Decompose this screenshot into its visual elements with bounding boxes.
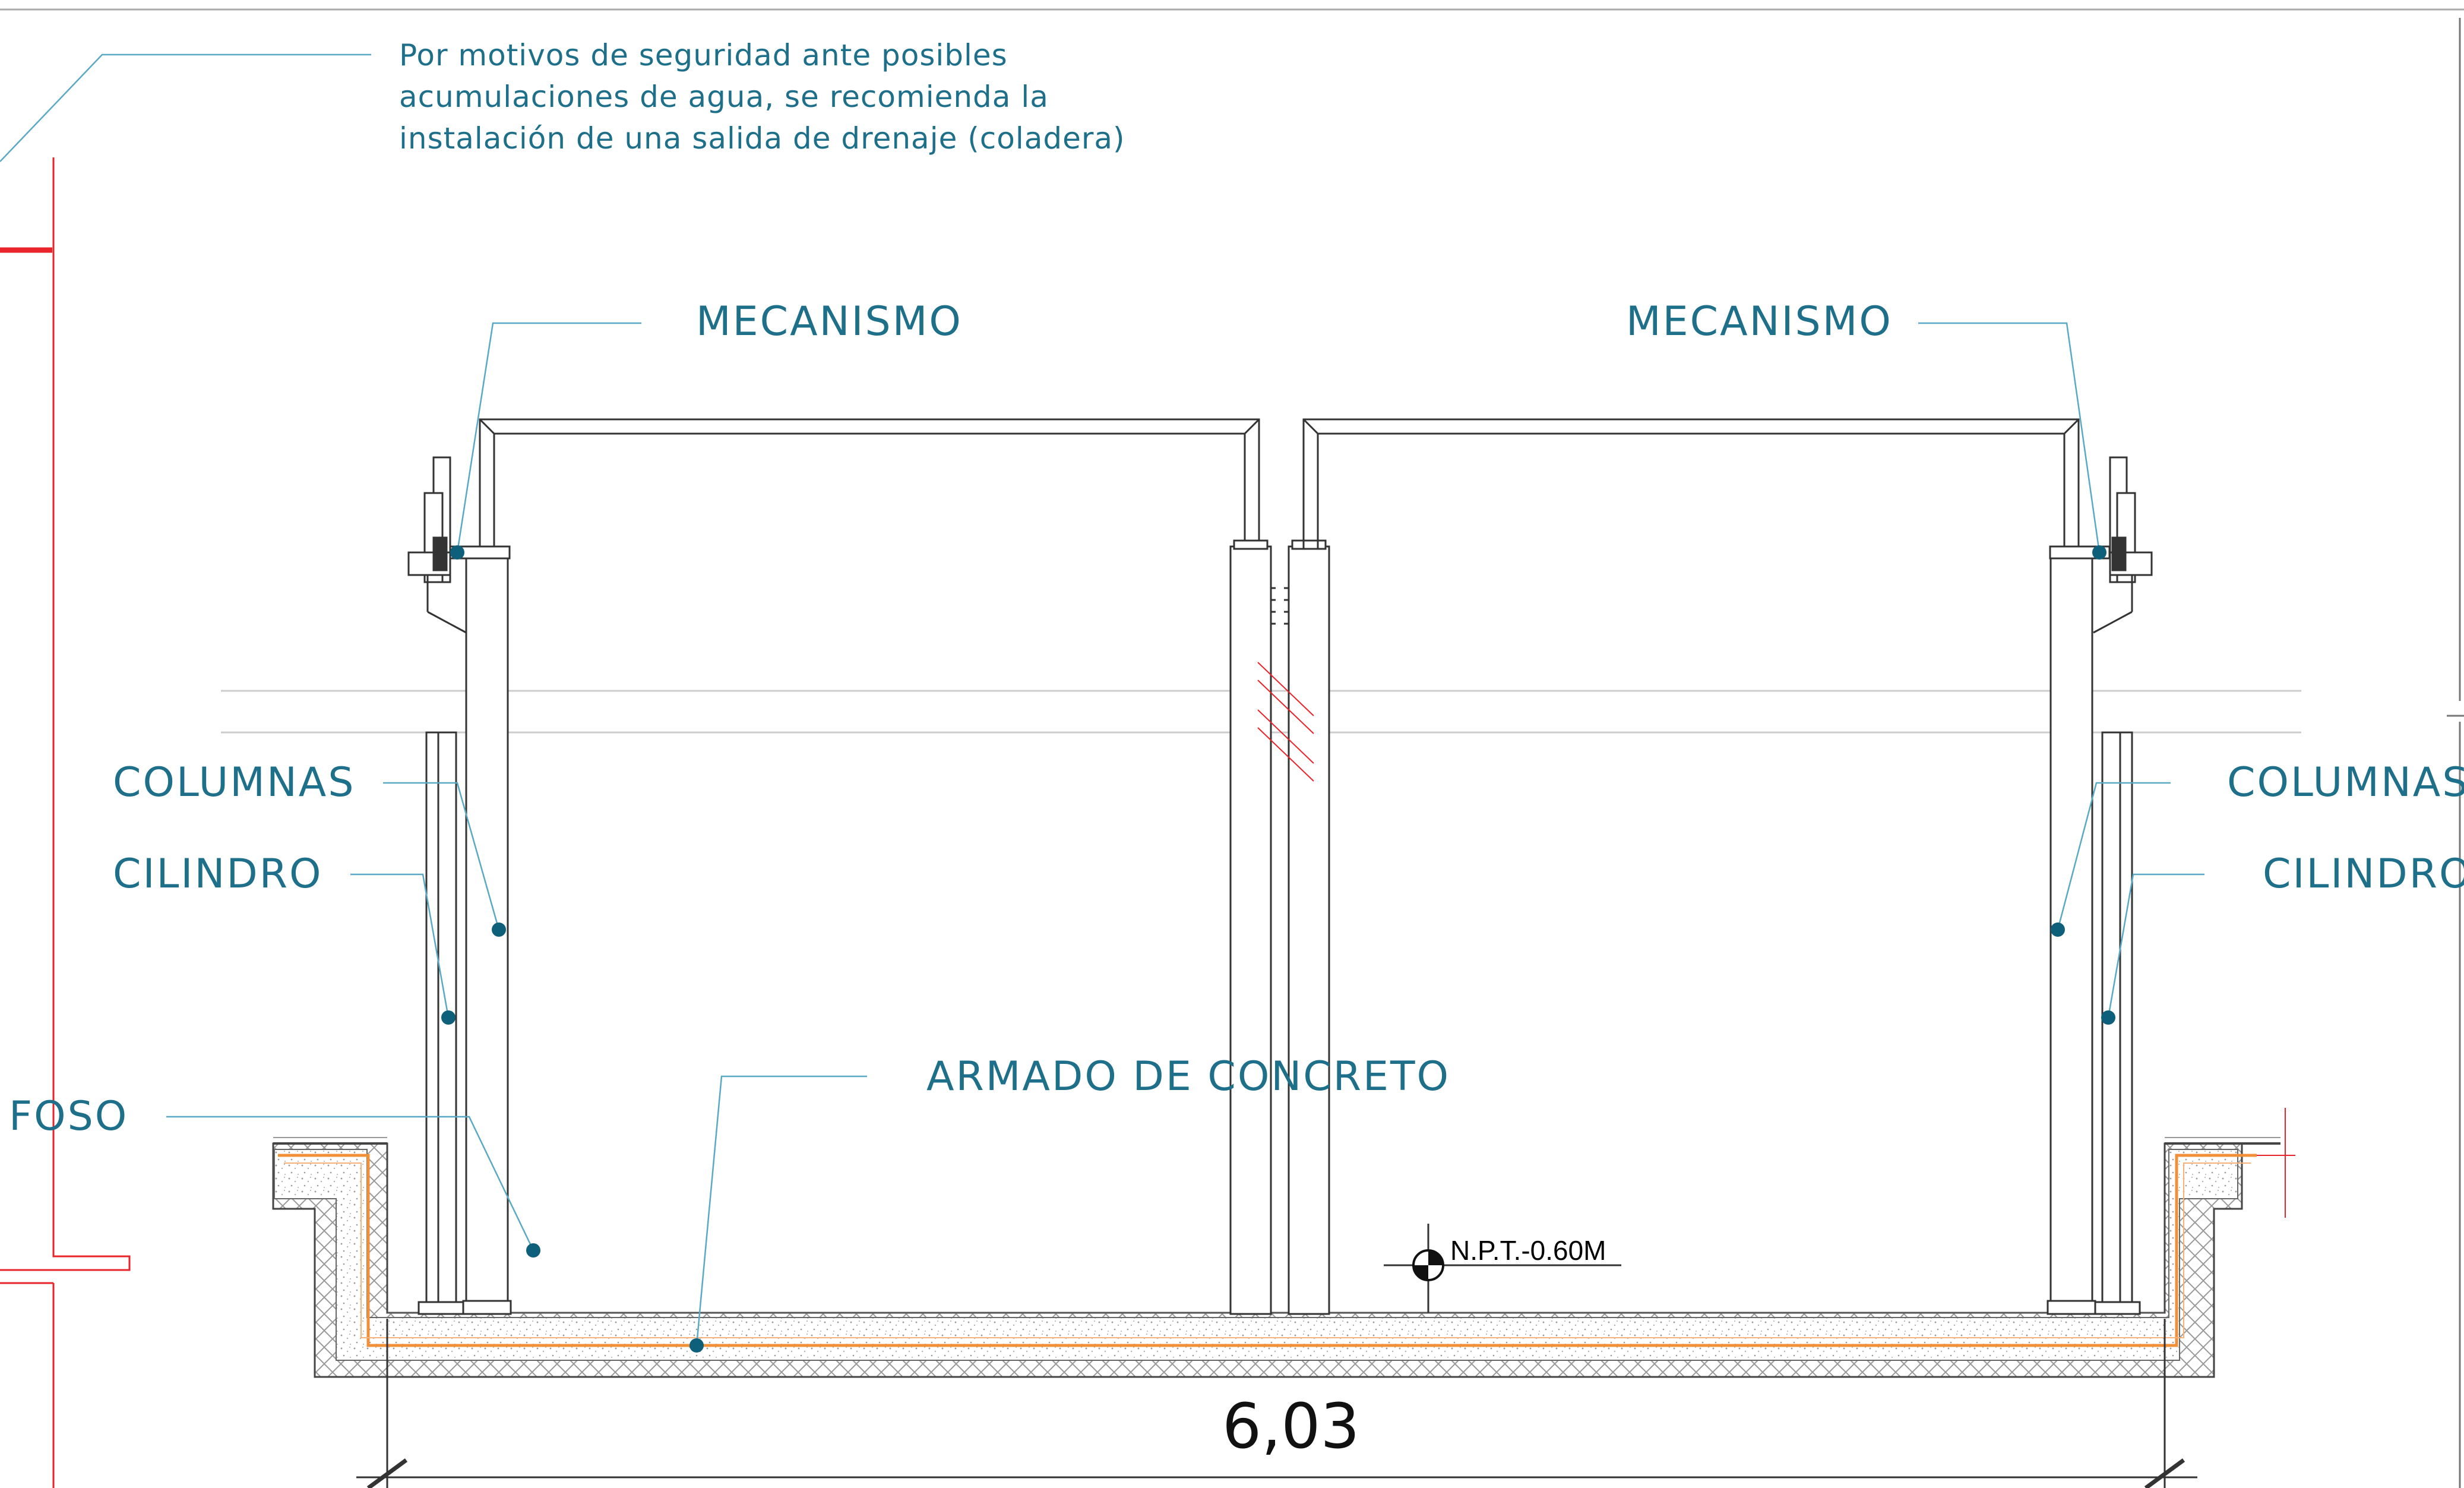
break-lines xyxy=(1257,662,1314,782)
rebar-line xyxy=(278,1154,2257,1347)
label-cilindro-right: CILINDRO xyxy=(2263,851,2464,898)
mechanism-left xyxy=(407,456,511,634)
label-mecanismo-right: MECANISMO xyxy=(1626,298,1893,345)
grade-mark-right xyxy=(2257,1108,2295,1218)
lid-left xyxy=(479,418,1260,549)
note-line-3: instalación de una salida de drenaje (co… xyxy=(399,121,1125,156)
level-mark-symbol xyxy=(1384,1224,1621,1313)
leader-dots xyxy=(441,545,2115,1353)
right-edge-lines xyxy=(2447,18,2464,1488)
lid-right xyxy=(1302,418,2080,549)
label-columnas-left: COLUMNAS xyxy=(113,759,356,806)
label-columnas-right: COLUMNAS xyxy=(2227,759,2464,806)
drainage-note: Por motivos de seguridad ante posibles a… xyxy=(399,34,1125,159)
adjacent-outline-left xyxy=(0,157,131,1488)
mechanism-right xyxy=(2049,456,2153,634)
level-mark-label: N.P.T.-0.60M xyxy=(1450,1235,1606,1266)
dimension-value: 6,03 xyxy=(1222,1390,1360,1462)
label-mecanismo-left: MECANISMO xyxy=(696,298,963,345)
note-line-2: acumulaciones de agua, se recomienda la xyxy=(399,80,1049,114)
column-center-left xyxy=(1229,539,1276,1315)
label-foso: FOSO xyxy=(9,1093,129,1140)
pit-concrete-section xyxy=(272,1137,2280,1378)
note-line-1: Por motivos de seguridad ante posibles xyxy=(399,38,1008,72)
label-armado-concreto: ARMADO DE CONCRETO xyxy=(926,1053,1451,1100)
leader-lines xyxy=(0,53,2204,1346)
label-cilindro-left: CILINDRO xyxy=(113,851,323,898)
column-center-right xyxy=(1284,539,1330,1315)
dimension-line xyxy=(356,1319,2197,1488)
rebar-line-inner xyxy=(284,1162,2251,1338)
